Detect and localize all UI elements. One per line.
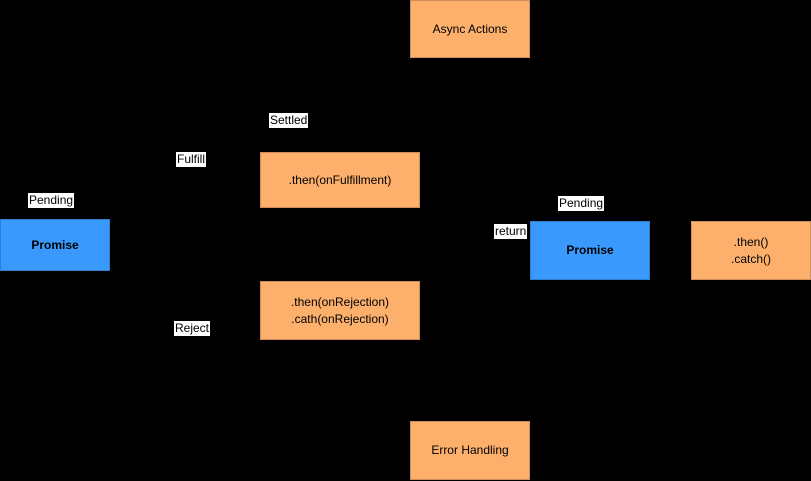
node-error-handling-label: Error Handling (431, 443, 509, 457)
edge-label-reject[interactable]: Reject (174, 321, 211, 336)
node-error-handling[interactable]: Error Handling (410, 421, 530, 480)
edge-label-return[interactable]: return (494, 224, 528, 239)
node-promise-returned[interactable]: Promise (530, 221, 650, 280)
node-then-catch[interactable]: .then() .catch() (691, 221, 811, 280)
node-then-onrejection-line1: .then(onRejection) (290, 294, 390, 309)
node-then-onfulfillment[interactable]: .then(onFulfillment) (260, 152, 420, 208)
node-then-onrejection[interactable]: .then(onRejection) .cath(onRejection) (260, 281, 420, 340)
node-promise-initial[interactable]: Promise (0, 219, 110, 271)
node-then-catch-line2: .catch() (730, 251, 771, 266)
edge-label-pending-left[interactable]: Pending (28, 193, 75, 208)
node-then-onrejection-line2: .cath(onRejection) (291, 311, 389, 326)
node-async-actions-label: Async Actions (432, 21, 508, 36)
node-then-onfulfillment-label: .then(onFulfillment) (288, 172, 392, 187)
node-then-catch-line1: .then() (733, 234, 769, 249)
node-promise-initial-label: Promise (31, 237, 79, 252)
edge-label-fulfill[interactable]: Fulfill (176, 152, 207, 167)
edge-label-pending-right[interactable]: Pending (558, 196, 605, 211)
edge-label-settled[interactable]: Settled (269, 113, 309, 128)
node-promise-returned-label: Promise (566, 243, 614, 257)
node-async-actions[interactable]: Async Actions (410, 0, 530, 58)
